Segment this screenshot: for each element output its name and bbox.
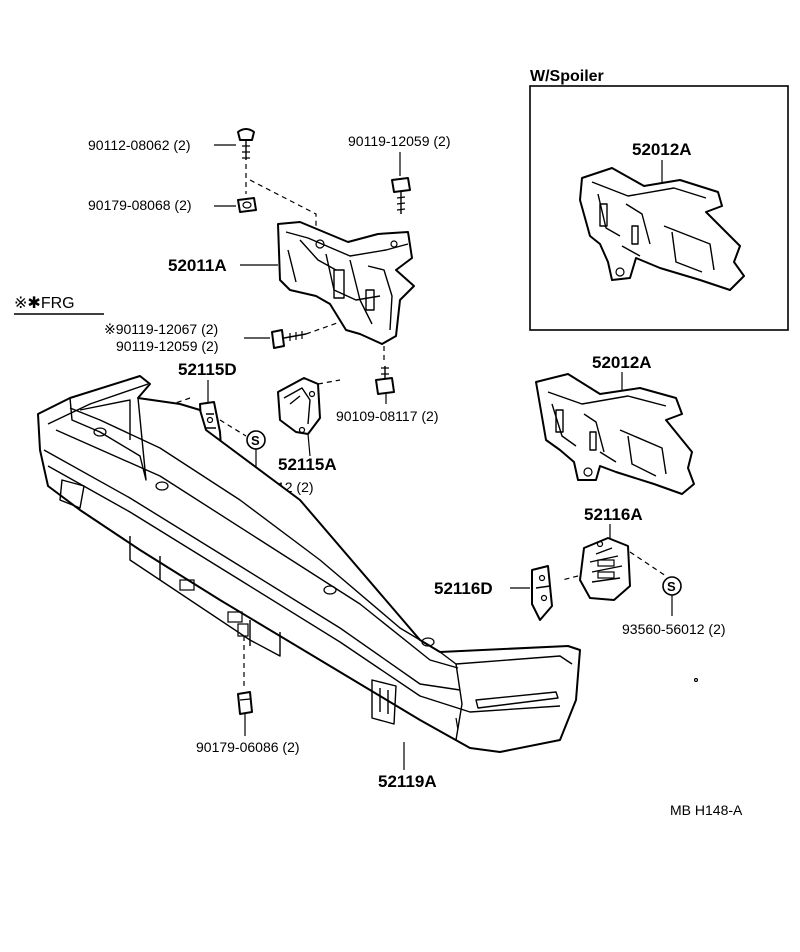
bolt-90112-08062 xyxy=(237,128,255,160)
bracket-52012a-spoiler xyxy=(579,167,745,291)
s-mark-left: S xyxy=(251,433,260,448)
label-90119-12059-mid: 90119-12059 (2) xyxy=(116,338,218,354)
label-90119-12059-top: 90119-12059 (2) xyxy=(348,133,450,149)
bracket-52011a xyxy=(277,221,415,345)
label-90119-12067: ※90119-12067 (2) xyxy=(104,321,218,337)
nut-90179-06086 xyxy=(237,691,253,715)
label-52115d: 52115D xyxy=(178,360,237,379)
label-52116a: 52116A xyxy=(584,505,643,524)
bracket-52012a-standard xyxy=(535,373,695,495)
label-52115a: 52115A xyxy=(278,455,337,474)
s-mark-right: S xyxy=(667,579,676,594)
label-90109-08117: 90109-08117 (2) xyxy=(336,408,438,424)
label-52011a: 52011A xyxy=(168,256,227,275)
s-clip-left: S xyxy=(246,430,266,450)
spoiler-inset: W/Spoiler 52012A xyxy=(529,68,789,331)
bolt-90119-12067 xyxy=(271,329,307,349)
s-clip-right: S xyxy=(662,576,682,596)
label-90112-08062: 90112-08062 (2) xyxy=(88,137,190,153)
reference-code: MB H148-A xyxy=(670,802,743,818)
label-90179-08068: 90179-08068 (2) xyxy=(88,197,192,213)
label-52119a: 52119A xyxy=(378,772,437,791)
bracket-52116a xyxy=(579,537,631,601)
bolt-90119-12059-top xyxy=(391,177,411,214)
label-93560-56012: 93560-56012 (2) xyxy=(622,621,726,637)
nut-90179-08068 xyxy=(237,197,257,213)
label-90179-06086: 90179-06086 (2) xyxy=(196,739,300,755)
frg-note: ※✱FRG xyxy=(14,295,75,312)
bracket-52116d xyxy=(531,565,553,621)
label-52116d: 52116D xyxy=(434,579,493,598)
label-52012a-mid: 52012A xyxy=(592,353,652,372)
bolt-90109-08117 xyxy=(375,346,395,395)
spoiler-title: W/Spoiler xyxy=(530,68,604,85)
bumper-52119a xyxy=(37,375,699,753)
label-52012a-top: 52012A xyxy=(632,140,692,159)
bracket-52115a xyxy=(277,377,321,435)
